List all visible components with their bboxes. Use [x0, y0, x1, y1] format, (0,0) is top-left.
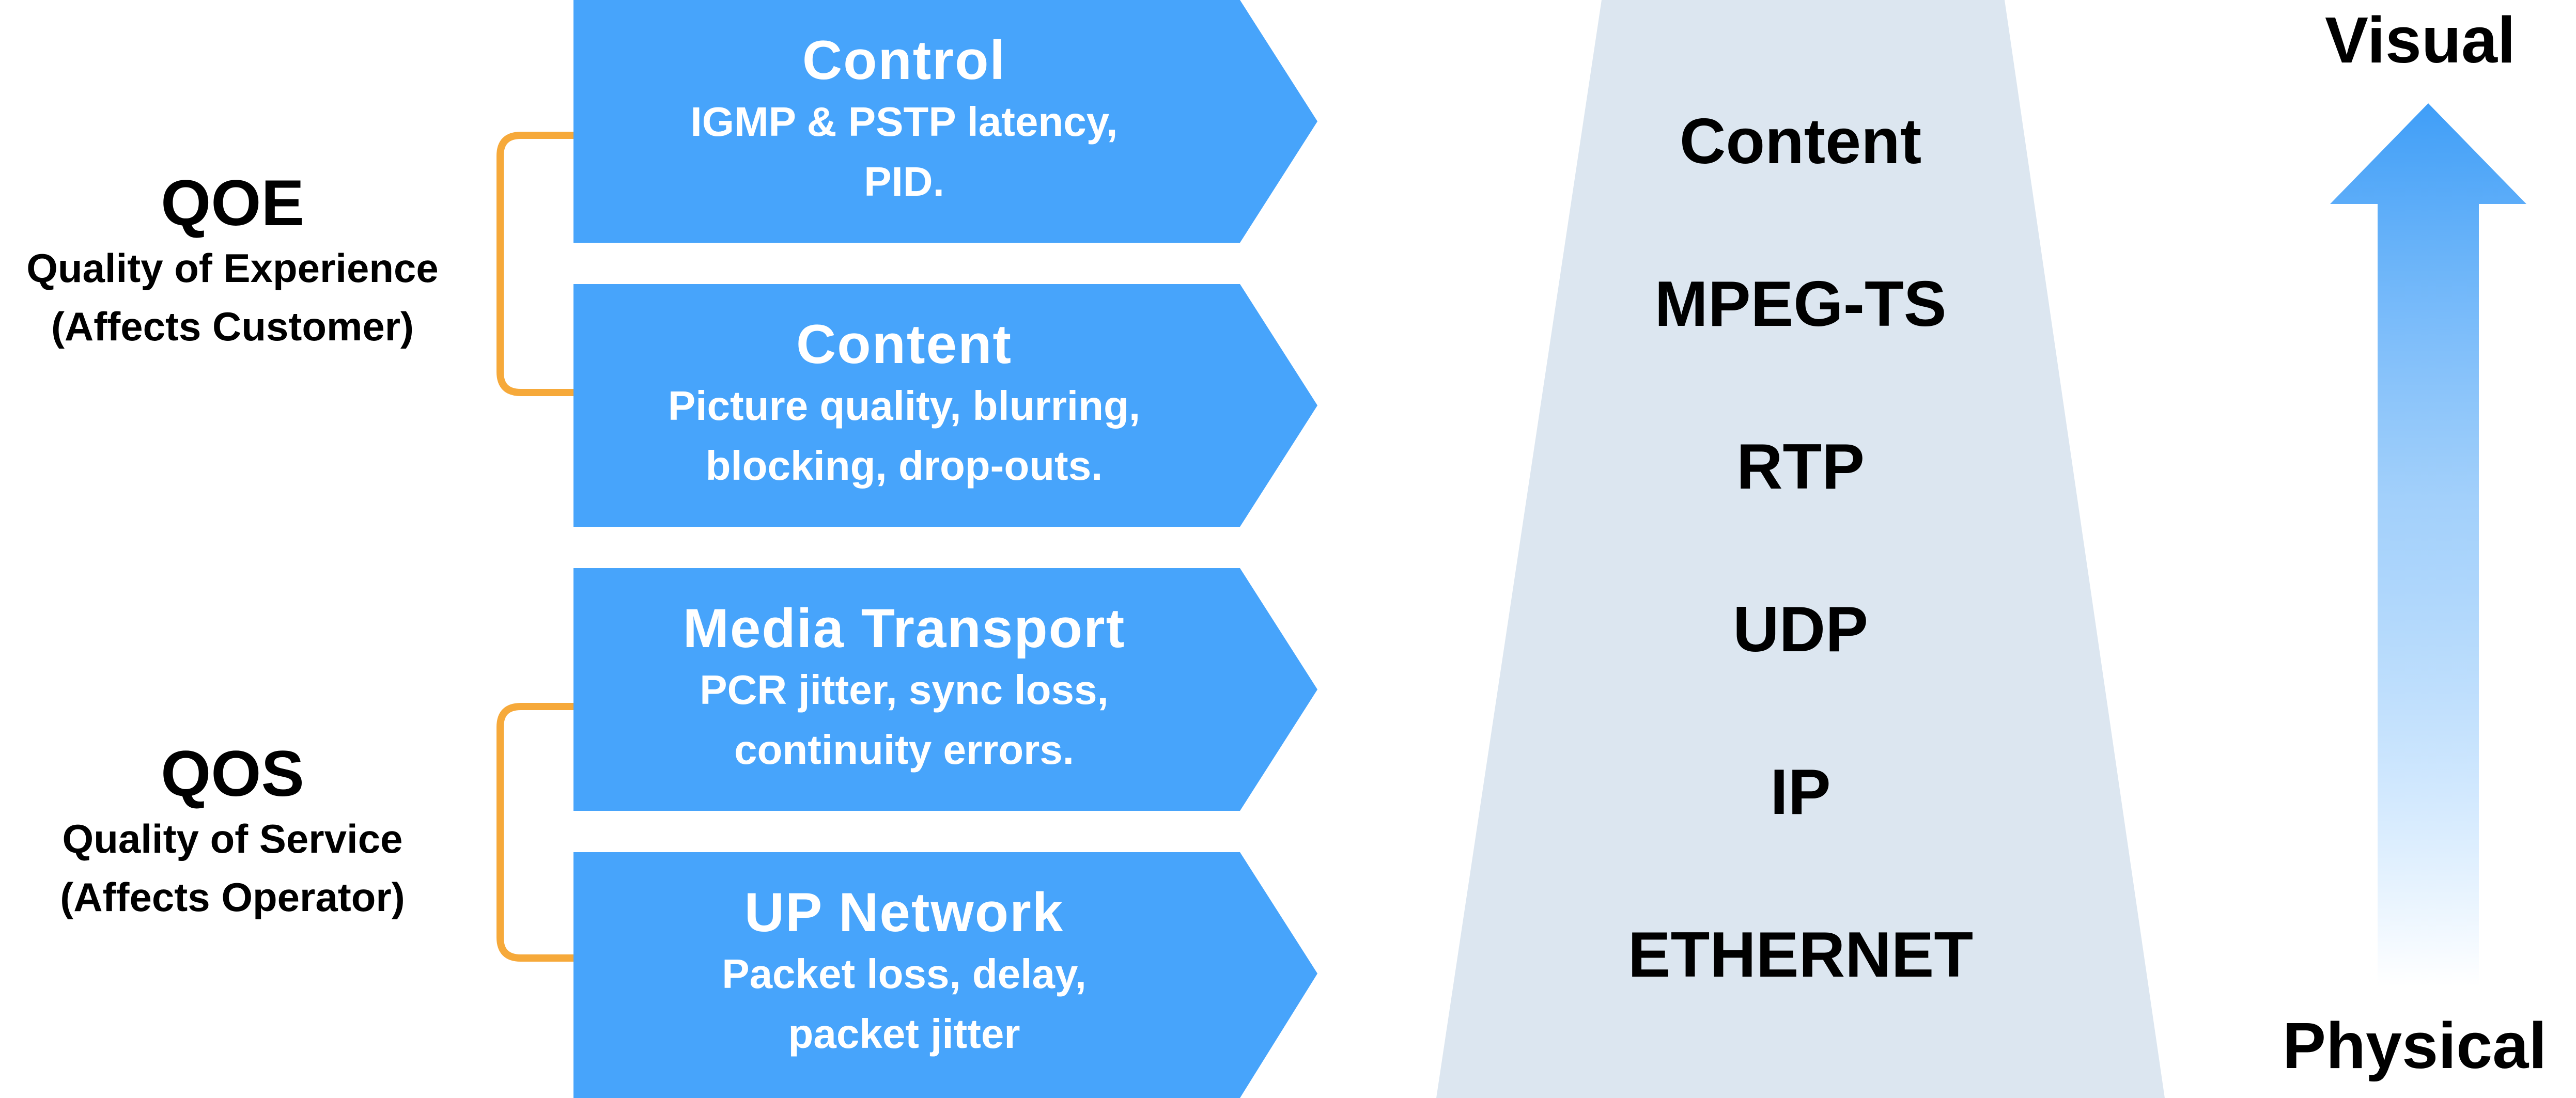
qoe-subtitle: Quality of Experience — [26, 245, 439, 291]
control-arrow-label: Control IGMP & PSTP latency, PID. — [568, 28, 1240, 212]
up-network-arrow-title: UP Network — [744, 881, 1064, 943]
qoe-affects: (Affects Customer) — [51, 303, 414, 349]
qoe-title: QOE — [161, 167, 304, 239]
stack-layer-mpeg-ts: MPEG-TS — [1654, 269, 1947, 340]
qos-affects: (Affects Operator) — [60, 874, 405, 920]
physical-label: Physical — [2283, 1009, 2547, 1082]
stack-layer-content: Content — [1679, 106, 1922, 177]
control-arrow-line-1: IGMP & PSTP latency, — [690, 99, 1118, 145]
media-transport-arrow-line-1: PCR jitter, sync loss, — [700, 667, 1109, 713]
up-network-arrow-label: UP Network Packet loss, delay, packet ji… — [568, 881, 1240, 1064]
stack-layer-udp: UDP — [1733, 594, 1868, 665]
content-arrow-label: Content Picture quality, blurring, block… — [568, 312, 1240, 496]
up-network-arrow-line-1: Packet loss, delay, — [722, 951, 1087, 997]
up-network-arrow-line-2: packet jitter — [788, 1011, 1020, 1057]
content-arrow-title: Content — [796, 313, 1013, 375]
qos-group: QOS Quality of Service (Affects Operator… — [0, 739, 465, 927]
protocol-stack-trapezoid — [1436, 0, 2165, 1098]
content-arrow-line-2: blocking, drop-outs. — [705, 443, 1103, 489]
control-arrow-shape — [573, 0, 1317, 243]
visual-physical-arrow — [2330, 103, 2526, 986]
media-transport-arrow-title: Media Transport — [682, 597, 1126, 659]
up-network-arrow-shape — [573, 852, 1317, 1098]
qoe-group: QOE Quality of Experience (Affects Custo… — [0, 168, 465, 356]
stack-layer-rtp: RTP — [1736, 431, 1865, 503]
visual-label: Visual — [2325, 4, 2516, 76]
control-arrow-line-2: PID. — [864, 159, 944, 205]
qoe-bracket — [496, 132, 573, 396]
media-transport-arrow-line-2: continuity errors. — [734, 727, 1074, 773]
qos-subtitle: Quality of Service — [62, 815, 403, 861]
control-arrow-title: Control — [802, 29, 1006, 91]
content-arrow-line-1: Picture quality, blurring, — [668, 383, 1141, 429]
stack-layer-ip: IP — [1770, 757, 1831, 828]
media-transport-arrow-label: Media Transport PCR jitter, sync loss, c… — [568, 597, 1240, 780]
qos-title: QOS — [161, 738, 304, 810]
qos-bracket — [496, 703, 573, 962]
stack-layer-ethernet: ETHERNET — [1627, 919, 1974, 991]
media-transport-arrow-shape — [573, 568, 1317, 811]
content-arrow-shape — [573, 284, 1317, 527]
